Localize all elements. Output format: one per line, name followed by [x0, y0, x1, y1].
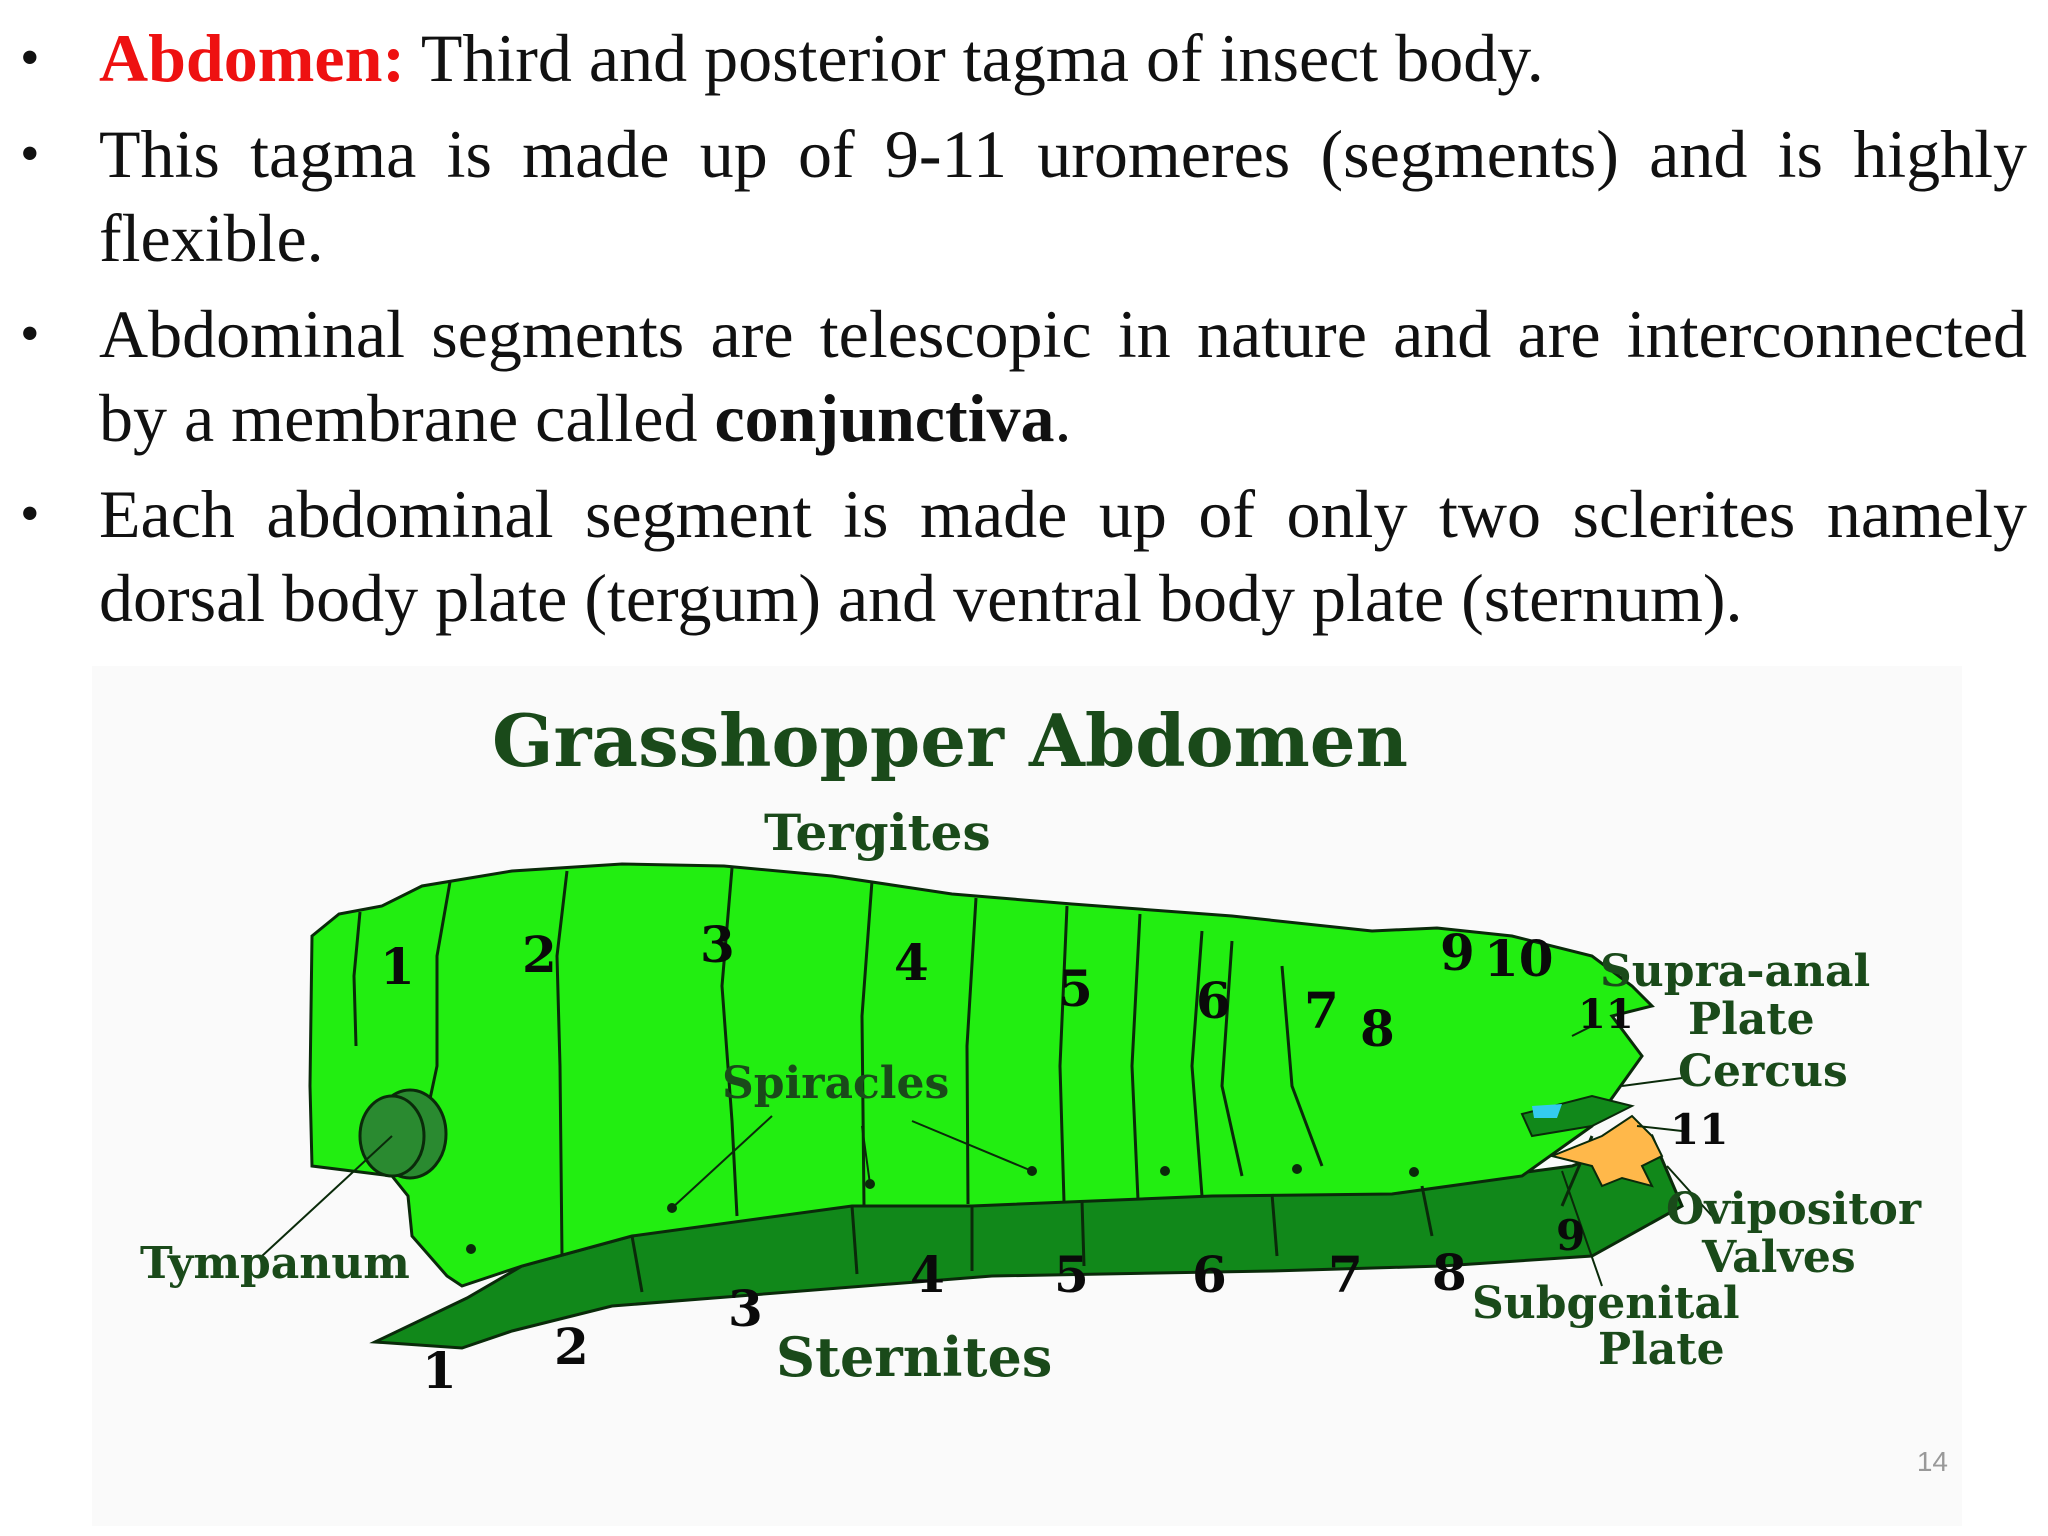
ovipositor-label: Ovipositor: [1666, 1184, 1922, 1235]
supra-anal-label: Supra-anal: [1600, 946, 1870, 997]
supra-anal-label-plate: Plate: [1688, 994, 1815, 1045]
figure-title: Grasshopper Abdomen: [492, 698, 1408, 783]
bullet-dot: •: [20, 483, 40, 545]
sternites-label: Sternites: [776, 1325, 1052, 1389]
sternite-number: 7: [1328, 1245, 1363, 1304]
sternite-number: 1: [422, 1341, 457, 1400]
sternite-number: 3: [728, 1279, 763, 1338]
tergite-number: 2: [522, 925, 557, 984]
bullet-3-end: .: [1054, 380, 1072, 456]
subgenital-label: Subgenital: [1472, 1278, 1740, 1329]
cercus-number: 11: [1670, 1105, 1728, 1154]
cercus-accent: [1532, 1104, 1562, 1118]
sternite-number: 5: [1054, 1245, 1089, 1304]
sternite-number: 4: [910, 1245, 945, 1304]
subgenital-label-plate: Plate: [1598, 1324, 1725, 1375]
tergite-number: 3: [700, 915, 735, 974]
tergite-number: 6: [1196, 971, 1231, 1030]
tergite-number: 11: [1578, 991, 1634, 1038]
sternite-number: 6: [1192, 1245, 1227, 1304]
conjunctiva-term: conjunctiva: [714, 380, 1055, 456]
leader-lines: [261, 1025, 1713, 1287]
spiracles-label: Spiracles: [722, 1058, 949, 1109]
cercus-label: Cercus: [1678, 1046, 1848, 1097]
tergites-label: Tergites: [764, 803, 991, 862]
bullet-dot: •: [20, 123, 40, 185]
sternite-number: 9: [1556, 1211, 1585, 1260]
sternite-numbers: 1 2 3 4 5 6 7 8 9 11: [422, 1105, 1728, 1400]
tergite-number: 10: [1484, 929, 1554, 988]
ovipositor-label-valves: Valves: [1701, 1232, 1856, 1283]
bullet-3-text: Abdominal segments are telescopic in nat…: [99, 296, 2027, 456]
tergite-number: 4: [894, 933, 929, 992]
tergite-number: 8: [1360, 999, 1395, 1058]
bullet-1: Abdomen: Third and posterior tagma of in…: [99, 16, 2027, 100]
labels: Spiracles Tympanum Supra-anal Plate Cerc…: [140, 946, 1922, 1389]
tergite-number: 9: [1440, 923, 1475, 982]
bullet-1-text: Third and posterior tagma of insect body…: [405, 20, 1544, 96]
tympanum-label: Tympanum: [140, 1238, 410, 1289]
tergite-number: 7: [1304, 981, 1339, 1040]
tergite-numbers: 1 2 3 4 5 6 7 8 9 10 11: [380, 915, 1634, 1058]
spiracles: [466, 1164, 1419, 1254]
tergite-number: 5: [1058, 959, 1093, 1018]
bullet-dot: •: [20, 303, 40, 365]
cercus: [1520, 1094, 1635, 1138]
grasshopper-abdomen-figure: Grasshopper Abdomen Tergites: [92, 666, 1962, 1526]
sternite-number: 8: [1432, 1243, 1467, 1302]
abdomen-diagram: Grasshopper Abdomen Tergites: [140, 698, 1922, 1400]
bullet-4: Each abdominal segment is made up of onl…: [99, 476, 2027, 636]
abdomen-body: [308, 862, 1655, 1288]
sternite-number: 2: [554, 1317, 589, 1376]
page-number: 14: [1916, 1446, 1948, 1477]
bullet-3: Abdominal segments are telescopic in nat…: [99, 292, 2027, 460]
bullet-2: This tagma is made up of 9-11 uromeres (…: [99, 116, 2027, 276]
ovipositor-valves: [1548, 1114, 1664, 1188]
abdomen-term: Abdomen:: [99, 20, 406, 96]
bullet-dot: •: [20, 27, 40, 89]
tergite-number: 1: [380, 937, 415, 996]
